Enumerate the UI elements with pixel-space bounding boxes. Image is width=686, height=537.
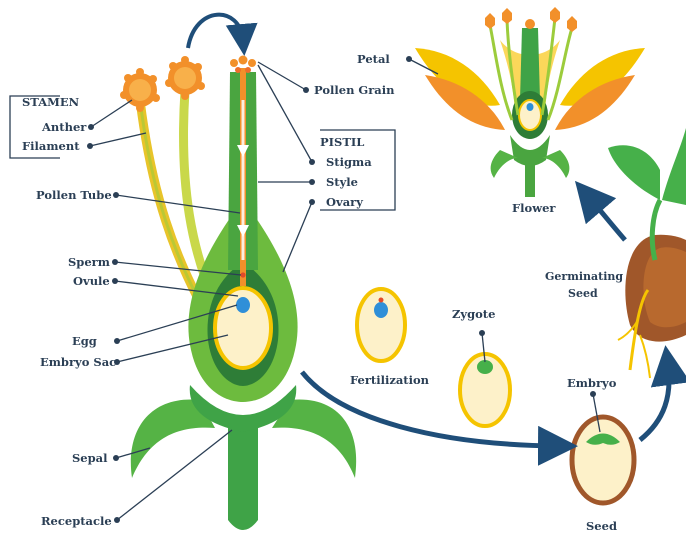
pistil-heading: PISTIL: [320, 135, 364, 149]
seed: [572, 417, 634, 503]
zygote-label: Zygote: [452, 307, 495, 321]
filament-label: Filament: [22, 139, 80, 153]
arrow-to-germinating: [640, 365, 669, 440]
germinating-seed-label-line1: Germinating: [545, 270, 623, 283]
stigma-label: Stigma: [326, 155, 372, 169]
open-flower: [415, 7, 645, 197]
germinating-seed: [608, 128, 686, 378]
fertilization-ovule: [357, 289, 405, 361]
seed-label: Seed: [586, 519, 617, 533]
pollen-grain-label: Pollen Grain: [314, 83, 395, 97]
sepal-label: Sepal: [72, 451, 108, 465]
pistil-label-box: PISTIL Stigma Style Ovary: [320, 130, 395, 210]
arrow-to-flower: [588, 196, 625, 240]
ovule-label: Ovule: [73, 274, 110, 288]
zygote-ovule: [460, 354, 510, 426]
anther-left: [120, 68, 160, 112]
anther-right: [165, 56, 205, 100]
stem: [228, 420, 258, 530]
receptacle-label: Receptacle: [41, 514, 112, 528]
sperm-label: Sperm: [68, 255, 110, 269]
ovary-label: Ovary: [326, 195, 363, 209]
sperm-cell: [240, 272, 245, 277]
egg-label: Egg: [72, 334, 97, 348]
egg-cell: [236, 297, 250, 313]
germinating-seed-label-line2: Seed: [568, 287, 598, 300]
anther-label: Anther: [41, 120, 87, 134]
stamen-heading: STAMEN: [22, 95, 80, 109]
petal-label: Petal: [357, 52, 390, 66]
fertilization-label: Fertilization: [350, 373, 430, 387]
pollination-arrow: [188, 15, 243, 48]
embryo-sac-label: Embryo Sac: [40, 355, 116, 369]
embryo-label: Embryo: [567, 376, 617, 390]
flower-label: Flower: [512, 201, 556, 215]
pollen-tube-label: Pollen Tube: [36, 188, 112, 202]
stamen-label-box: STAMEN Anther Filament: [10, 95, 87, 158]
style-label: Style: [326, 175, 358, 189]
